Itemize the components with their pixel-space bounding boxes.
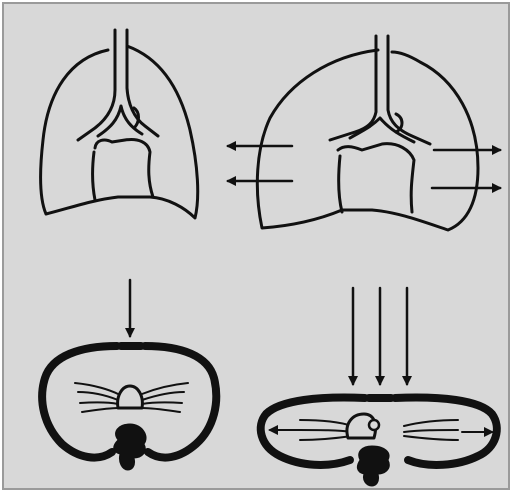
- heart: [118, 386, 143, 408]
- figure-background: [3, 3, 509, 489]
